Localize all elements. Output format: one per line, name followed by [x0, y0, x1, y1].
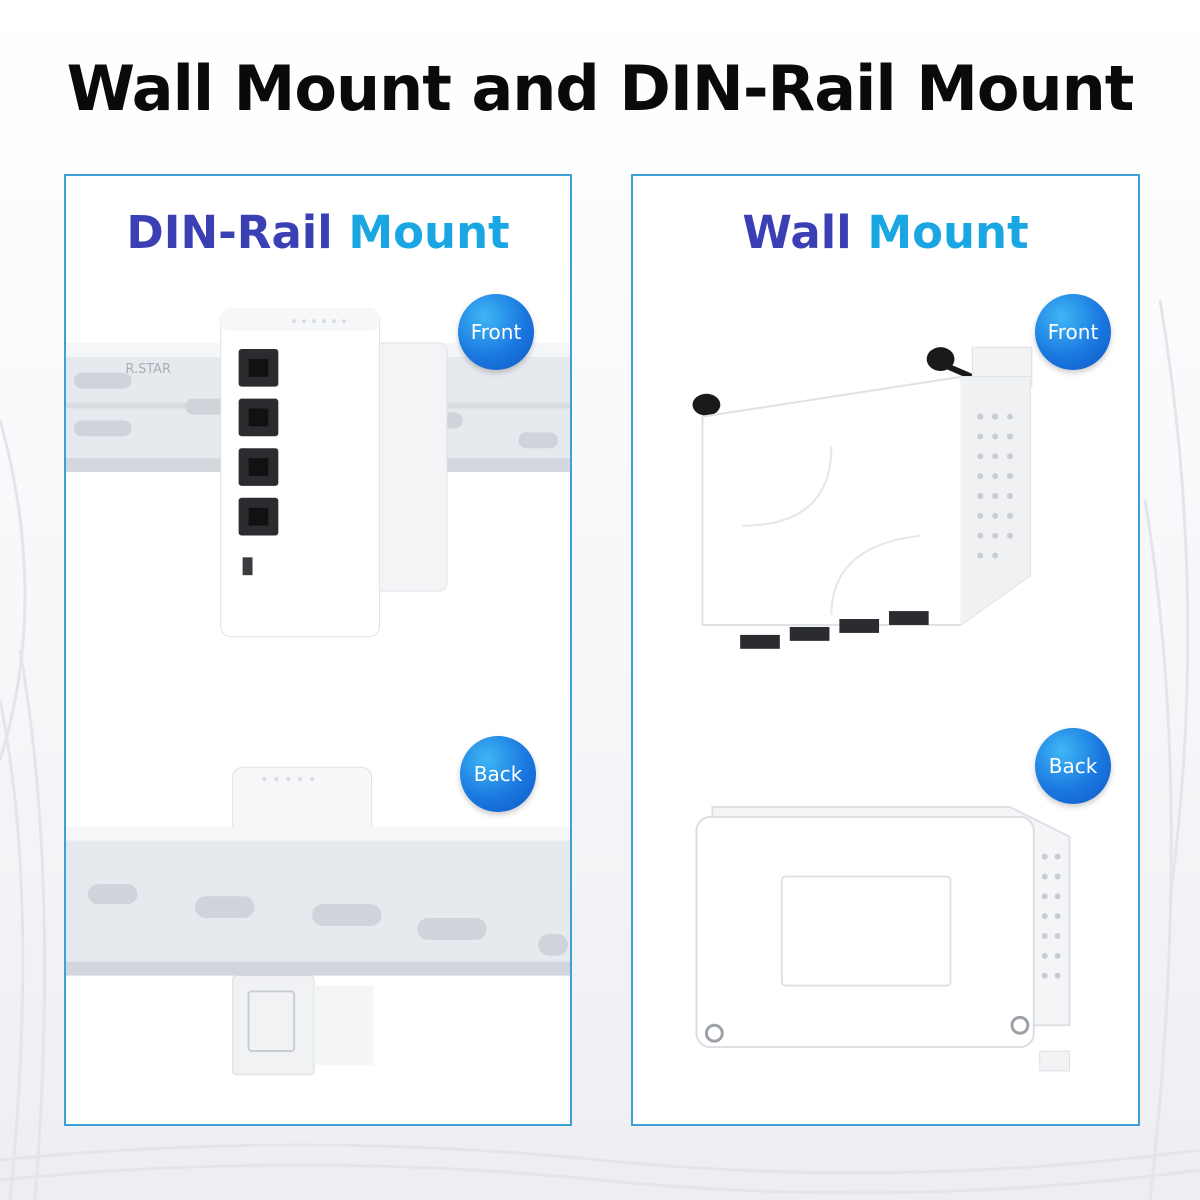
- ethernet-ports: [238, 348, 279, 536]
- wall-mount-title-word1: Wall: [742, 206, 852, 259]
- rail-marking-text: R.STAR: [126, 362, 171, 377]
- din-rail-title: DIN-Rail Mount: [66, 206, 570, 259]
- din-rail-front-image: R.STAR: [66, 308, 570, 638]
- wall-back-device: [695, 806, 1071, 1072]
- wall-mount-panel: Wall Mount: [631, 174, 1140, 1126]
- wall-mount-title-word2: Mount: [867, 206, 1029, 259]
- din-rail-panel: DIN-Rail Mount R.STAR: [64, 174, 572, 1126]
- din-rail-title-word2: Mount: [348, 206, 510, 259]
- din-rail-back-rail: [66, 826, 570, 976]
- power-port: [242, 557, 253, 576]
- back-badge-right: Back: [1035, 728, 1111, 804]
- back-badge-left: Back: [460, 736, 536, 812]
- wall-front-ports: [740, 611, 929, 649]
- din-rail-back-image: [66, 766, 570, 1076]
- wall-mount-front-image: [692, 346, 1033, 649]
- wall-mount-title: Wall Mount: [633, 206, 1138, 259]
- wall-mount-back-image: [695, 806, 1071, 1072]
- front-badge-right: Front: [1035, 294, 1111, 370]
- front-badge-left: Front: [458, 294, 534, 370]
- main-title: Wall Mount and DIN-Rail Mount: [66, 52, 1135, 125]
- switch-front-device: [220, 308, 448, 638]
- wall-front-device: [701, 346, 1033, 649]
- din-rail-title-word1: DIN-Rail: [126, 206, 333, 259]
